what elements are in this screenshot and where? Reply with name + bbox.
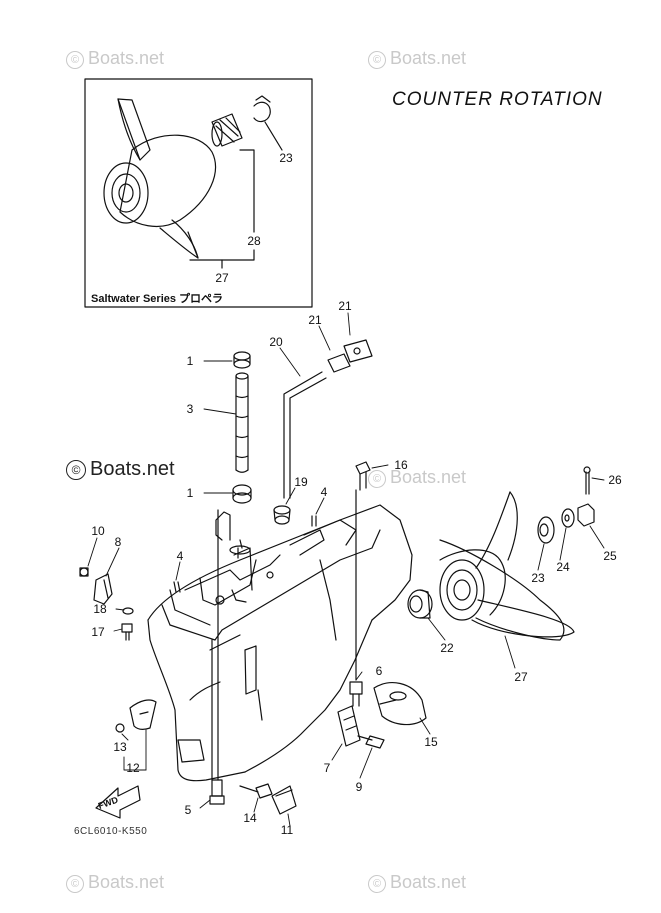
- callout-8: 8: [114, 535, 122, 549]
- callout-14: 14: [243, 811, 257, 825]
- water-tube-part: [235, 372, 249, 473]
- callout-15: 15: [424, 735, 438, 749]
- callout-11: 11: [280, 823, 294, 837]
- lower-casing: [147, 504, 413, 782]
- trim-tab-part: [115, 699, 157, 733]
- plug-part: [121, 623, 133, 641]
- callout-4: 4: [320, 485, 328, 499]
- grommet-part: [233, 351, 251, 369]
- callout-leaders: [87, 312, 605, 827]
- inset-spacer: [253, 95, 271, 123]
- cover-part: [271, 785, 297, 815]
- callout-25: 25: [603, 549, 617, 563]
- callout-10: 10: [91, 524, 105, 538]
- clip-part: [327, 339, 373, 373]
- callout-28: 28: [247, 234, 261, 248]
- callout-22: 22: [440, 641, 454, 655]
- inset-spline-washer: [211, 113, 243, 147]
- callout-5: 5: [184, 803, 192, 817]
- callout-13: 13: [113, 740, 127, 754]
- shift-rod-part: [289, 377, 327, 499]
- callout-3: 3: [186, 402, 194, 416]
- diagram-title: COUNTER ROTATION: [392, 89, 603, 110]
- watermark: ©Boats.net: [368, 872, 466, 893]
- leader-line: [239, 149, 255, 233]
- callout-21: 21: [338, 299, 352, 313]
- inset-frame: [84, 78, 313, 308]
- bolt-part: [209, 779, 225, 805]
- callout-7: 7: [323, 761, 331, 775]
- leader-line: [264, 121, 283, 151]
- callout-20: 20: [269, 335, 283, 349]
- washer-part: [561, 508, 575, 528]
- thrust-washer-part: [407, 589, 433, 619]
- callout-21: 21: [308, 313, 322, 327]
- callout-9: 9: [355, 780, 363, 794]
- grommet-part: [232, 484, 252, 504]
- callout-23: 23: [279, 151, 293, 165]
- callout-27: 27: [514, 670, 528, 684]
- callout-12: 12: [126, 761, 140, 775]
- callout-1: 1: [186, 354, 194, 368]
- bolt-part: [239, 783, 273, 799]
- callout-2: 1: [186, 486, 194, 500]
- callout-4: 4: [176, 549, 184, 563]
- shift-rod-part: [283, 371, 323, 499]
- holder-part: [337, 705, 361, 747]
- callout-16: 16: [394, 458, 408, 472]
- callout-26: 26: [608, 473, 622, 487]
- callout-18: 18: [93, 602, 107, 616]
- bolt-part: [355, 461, 371, 491]
- nut-part: [577, 503, 595, 527]
- o-ring-part: [122, 607, 134, 615]
- diagram-code: 6CL6010-K550: [74, 826, 148, 837]
- anode-part: [373, 682, 427, 726]
- propeller-part: [439, 491, 575, 641]
- inset-propeller: [103, 98, 216, 259]
- callout-17: 17: [91, 625, 105, 639]
- watermark: ©Boats.net: [66, 48, 164, 69]
- fwd-label: FWD: [97, 794, 120, 811]
- callout-27: 27: [215, 271, 229, 285]
- leader-line: [189, 249, 255, 261]
- callout-24: 24: [556, 560, 570, 574]
- pin-part: [311, 515, 317, 527]
- pin-part: [173, 581, 181, 593]
- inset-label: Saltwater Series プロペラ: [91, 293, 224, 305]
- fwd-arrow: [95, 785, 141, 819]
- callout-6: 6: [375, 664, 383, 678]
- watermark: ©Boats.net: [66, 872, 164, 893]
- watermark: ©Boats.net: [368, 48, 466, 69]
- spline-washer-part: [537, 516, 555, 544]
- callout-23: 23: [531, 571, 545, 585]
- cotter-pin-part: [583, 466, 591, 495]
- watermark: ©Boats.net: [368, 467, 466, 488]
- bushing-part: [273, 505, 291, 525]
- watermark-dark: ©Boats.net: [66, 458, 175, 481]
- bolt-part: [357, 735, 385, 749]
- callout-19: 19: [294, 475, 308, 489]
- bolt-part: [349, 681, 363, 707]
